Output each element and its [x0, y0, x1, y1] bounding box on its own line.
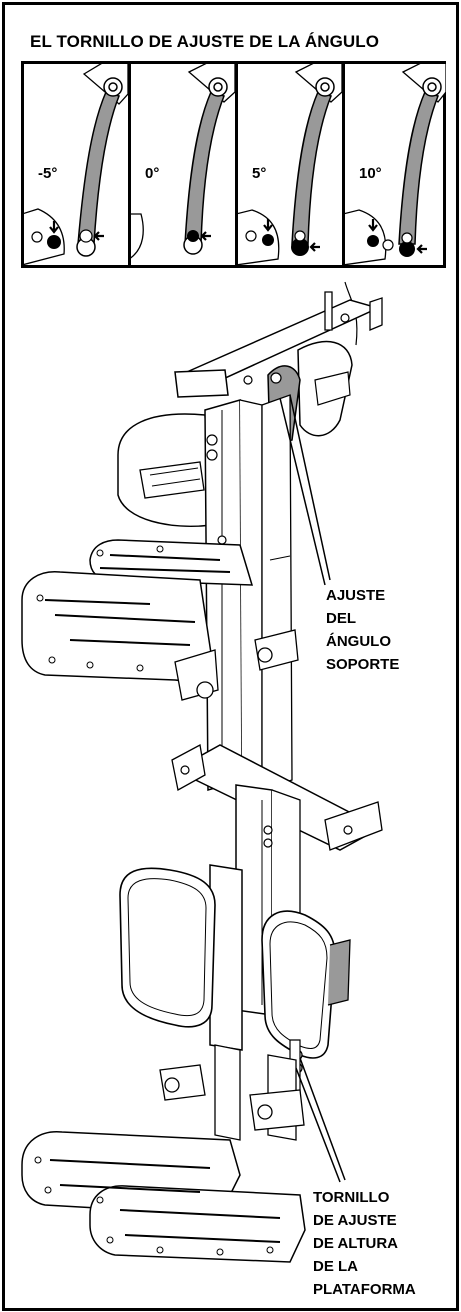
angle-panel-drawing: [345, 64, 446, 265]
callout-line: SOPORTE: [326, 656, 400, 673]
page-title: EL TORNILLO DE AJUSTE DE LA ÁNGULO: [30, 32, 380, 51]
angle-panel-drawing: [131, 64, 235, 259]
angle-panel-drawing: [24, 64, 128, 265]
callout-line: TORNILLO: [313, 1189, 390, 1206]
angle-panel-minus-5: -5°: [24, 64, 131, 265]
angle-panel-0: 0°: [131, 64, 238, 265]
angle-adjust-strip: -5° 0° 5°: [21, 61, 446, 268]
callout-line: ÁNGULO: [326, 633, 391, 650]
callout-line: PLATAFORMA: [313, 1281, 416, 1298]
angle-label: -5°: [38, 165, 58, 182]
angle-label: 10°: [359, 165, 382, 182]
angle-panel-drawing: [238, 64, 342, 265]
callout-line: DEL: [326, 610, 356, 627]
angle-panel-5: 5°: [238, 64, 345, 265]
callout-line: DE AJUSTE: [313, 1212, 397, 1229]
callout-height-screw: TORNILLO DE AJUSTE DE ALTURA DE LA PLATA…: [313, 1186, 416, 1301]
angle-panel-10: 10°: [345, 64, 446, 265]
angle-label: 5°: [252, 165, 267, 182]
callout-line: AJUSTE: [326, 587, 386, 604]
callout-line: DE ALTURA: [313, 1235, 398, 1252]
callout-angle-bracket: AJUSTE DEL ÁNGULO SOPORTE: [326, 584, 399, 676]
angle-label: 0°: [145, 165, 160, 182]
callout-line: DE LA: [313, 1258, 358, 1275]
